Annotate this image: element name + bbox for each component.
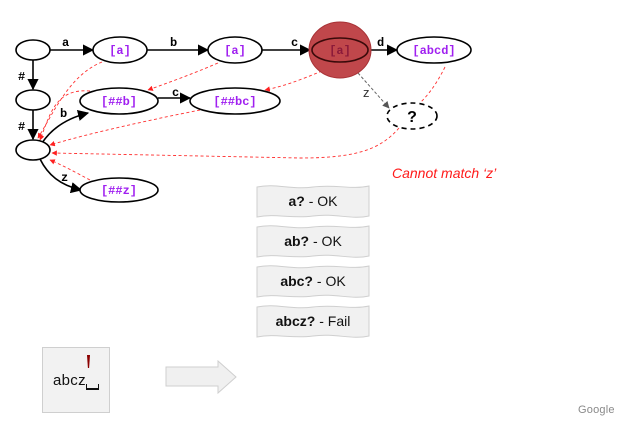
input-box: abcz [42,347,110,413]
failure-link [264,70,323,92]
edge-hash-z [39,158,83,194]
edge-label-hash-2: # [18,120,25,134]
result-card: a? - OK [256,183,370,219]
node-abc-current: [a] [308,21,372,79]
node-hz: [##z] [79,177,159,203]
node-label: [abcd] [412,44,455,58]
node-hash1 [15,89,51,111]
failure-link [49,109,201,147]
node-label: [a] [329,44,351,58]
node-hbc: [##bc] [189,87,281,115]
right-arrow-icon [165,359,237,395]
edge-label-a: a [62,36,69,50]
node-hash2 [15,139,51,161]
edge-z-missing [357,72,390,109]
edge-label-hash-c: c [172,86,179,100]
edge-label-hash-b: b [60,107,67,121]
edge-hash-b [41,110,90,144]
node-unknown: ? [386,102,438,130]
result-card: ab? - OK [256,223,370,259]
result-status: - OK [313,233,342,249]
failure-link [51,127,400,159]
failure-link [49,159,91,181]
failure-link [147,62,219,91]
edge-label-z-missing: z [363,85,370,100]
result-status: - Fail [319,313,351,329]
node-label: [##bc] [213,95,256,109]
node-a1: [a] [92,36,148,64]
failure-link [39,90,91,141]
node-hb: [##b] [79,87,159,115]
failure-link [37,61,103,139]
node-abcd: [abcd] [396,36,472,64]
result-card: abcz? - Fail [256,303,370,339]
edge-label-b: b [170,36,177,50]
edge-label-c: c [291,36,298,50]
node-label: [##b] [101,95,137,109]
result-status: - OK [316,273,346,289]
node-ab: [a] [207,36,263,64]
failure-note: Cannot match ‘z’ [392,165,497,181]
result-card: abc? - OK [256,263,370,299]
node-label: [##z] [101,184,137,198]
failure-link [419,66,446,104]
result-status: - OK [308,193,338,209]
edge-label-d: d [377,36,384,50]
node-label: [a] [109,44,131,58]
result-query: ab? [284,233,310,249]
result-query: abc? [280,273,313,289]
blank-slot-icon [86,384,100,390]
edge-label-hash-1: # [18,70,25,84]
brand-logo: Google [578,404,615,416]
result-query: a? [288,193,305,209]
cursor-marker-icon [87,355,90,368]
node-label: [a] [224,44,246,58]
edge-label-hash-z: z [61,171,68,185]
node-label: ? [407,109,417,126]
result-query: abcz? [275,313,316,329]
input-text: abcz [53,372,86,389]
node-root [15,39,51,61]
